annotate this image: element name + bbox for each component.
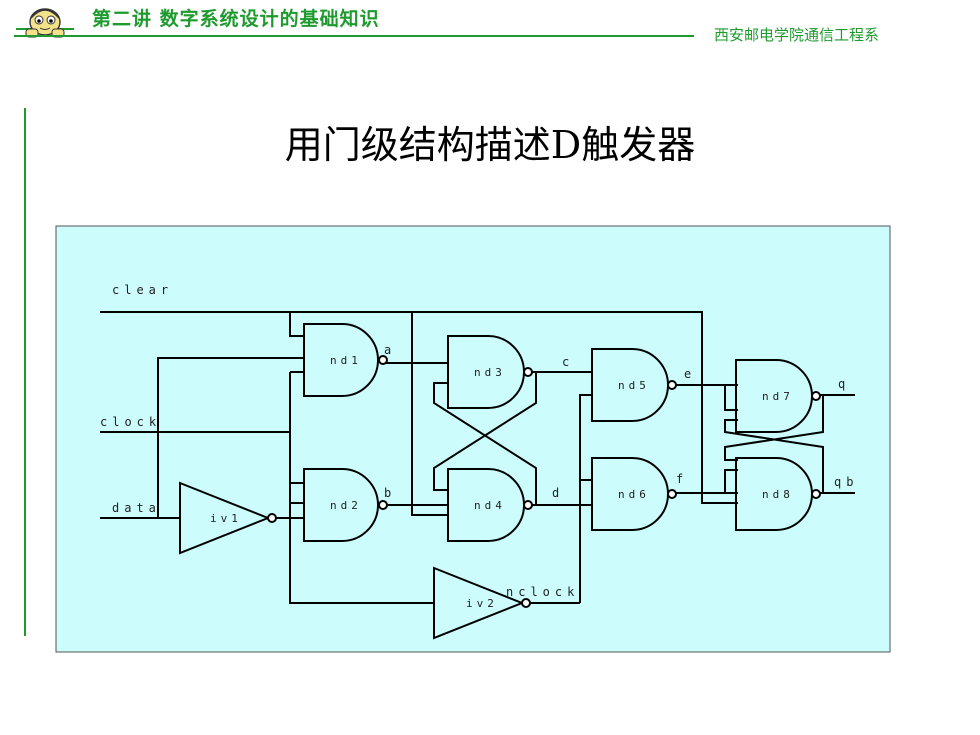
signal-clock-label: clock — [100, 415, 161, 429]
iv1-inverter-icon — [179, 481, 271, 555]
signal-a-label: a — [384, 343, 396, 357]
gate-nd6-label: nd6 — [618, 488, 650, 501]
signal-nclock-label: nclock — [506, 585, 579, 599]
iv2-inverter-icon — [433, 566, 525, 640]
signal-qb-label: qb — [834, 475, 858, 489]
gate-nd2-label: nd2 — [330, 499, 362, 512]
signal-b-label: b — [384, 486, 396, 500]
signal-c-label: c — [562, 355, 574, 369]
gate-iv1-label: iv1 — [210, 512, 242, 525]
gate-nd8-label: nd8 — [762, 488, 794, 501]
slide-title: 用门级结构描述D触发器 — [284, 123, 696, 167]
lecture-title: 第二讲 数字系统设计的基础知识 — [92, 8, 380, 30]
gate-nd3-label: nd3 — [474, 366, 506, 379]
gate-nd1-label: nd1 — [330, 354, 362, 367]
signal-f-label: f — [676, 472, 688, 486]
signal-e-label: e — [684, 367, 696, 381]
side-accent-bar — [24, 108, 26, 636]
gate-nd7-label: nd7 — [762, 390, 794, 403]
signal-d-label: d — [552, 486, 564, 500]
header-divider — [14, 35, 694, 37]
diagram-panel — [55, 225, 891, 653]
signal-clear-label: clear — [112, 283, 173, 297]
wires — [100, 311, 855, 604]
signal-data-label: data — [112, 501, 161, 515]
signal-q-label: q — [838, 377, 850, 391]
nd1-gate-icon — [303, 323, 379, 397]
gate-nd4-label: nd4 — [474, 499, 506, 512]
nand-gates — [303, 323, 821, 542]
nd2-gate-icon — [303, 468, 379, 542]
gate-iv2-label: iv2 — [466, 597, 498, 610]
gate-nd5-label: nd5 — [618, 379, 650, 392]
institution-label: 西安邮电学院通信工程系 — [714, 26, 880, 44]
inverters — [179, 481, 580, 640]
